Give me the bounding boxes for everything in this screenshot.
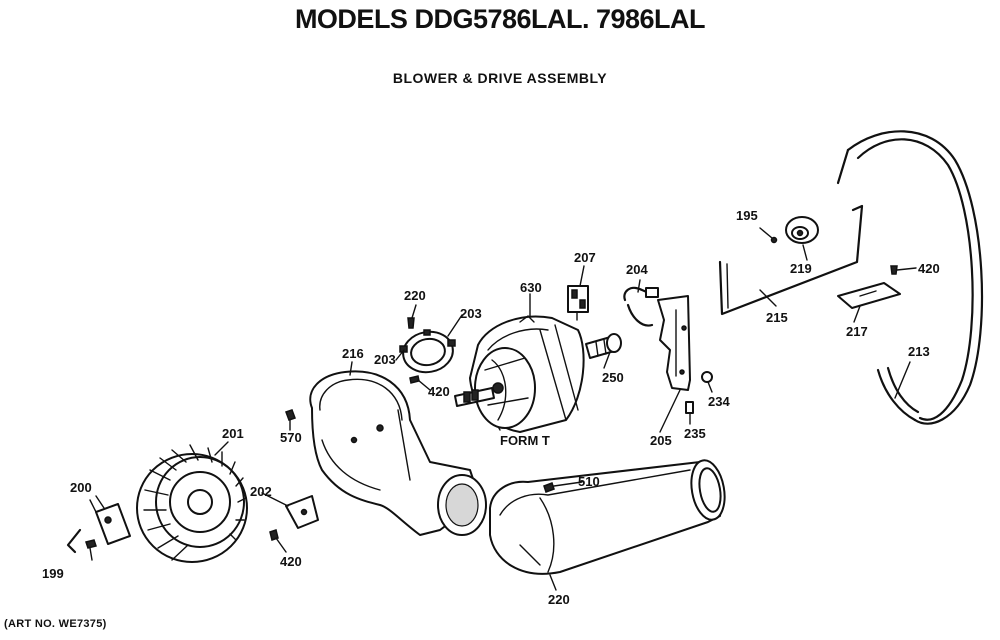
diagram-title: MODELS DDG5786LAL. 7986LAL [294,4,706,34]
label-203-lower: 203 [374,352,396,367]
exhaust-duct-220 [489,459,726,575]
drive-motor-630 [454,315,585,433]
blower-wheel-201 [136,444,248,563]
plate-217 [837,282,901,309]
motor-pulley-250 [585,333,622,359]
idler-pulley-219 [785,216,819,244]
label-200: 200 [70,480,92,495]
label-215: 215 [766,310,788,325]
nut-234 [701,371,713,383]
label-420-middle: 420 [428,384,450,399]
label-204: 204 [626,262,648,277]
motor-bracket-205 [657,295,691,391]
label-235: 235 [684,426,706,441]
screw-510 [543,482,555,493]
label-250: 250 [602,370,624,385]
leader-lines [89,244,917,591]
label-202: 202 [250,484,272,499]
idler-rod-215 [718,204,864,316]
label-195: 195 [736,208,758,223]
label-420-right: 420 [918,261,940,276]
clip-202 [285,495,319,529]
screw-570 [285,409,296,421]
label-217: 217 [846,324,868,339]
screw-420-right [890,265,898,275]
blower-housing-216 [309,370,487,536]
screw-195 [759,227,778,244]
label-213: 213 [908,344,930,359]
label-form-t: FORM T [500,433,550,448]
label-570: 570 [280,430,302,445]
label-207: 207 [574,250,596,265]
label-234: 234 [708,394,730,409]
bolt-235 [685,401,694,414]
label-216: 216 [342,346,364,361]
art-number: (ART NO. WE7375) [4,618,107,630]
label-510: 510 [578,474,600,489]
label-219: 219 [790,261,812,276]
label-203-upper: 203 [460,306,482,321]
screw-220-top [407,317,415,329]
label-199: 199 [42,566,64,581]
switch-207 [567,285,589,321]
belt-switch-204 [623,286,659,327]
label-220-top: 220 [404,288,426,303]
label-220-duct: 220 [548,592,570,607]
screw-199 [85,539,97,549]
label-630: 630 [520,280,542,295]
blower-bracket-200 [66,499,131,554]
part-labels: 195 219 420 207 204 630 220 203 203 420 … [42,208,940,607]
drum-rear-ring [836,130,984,425]
label-205: 205 [650,433,672,448]
diagram-subtitle: BLOWER & DRIVE ASSEMBLY [392,70,608,86]
label-201: 201 [222,426,244,441]
motor-clamp-203 [399,329,456,374]
label-420-bottom: 420 [280,554,302,569]
